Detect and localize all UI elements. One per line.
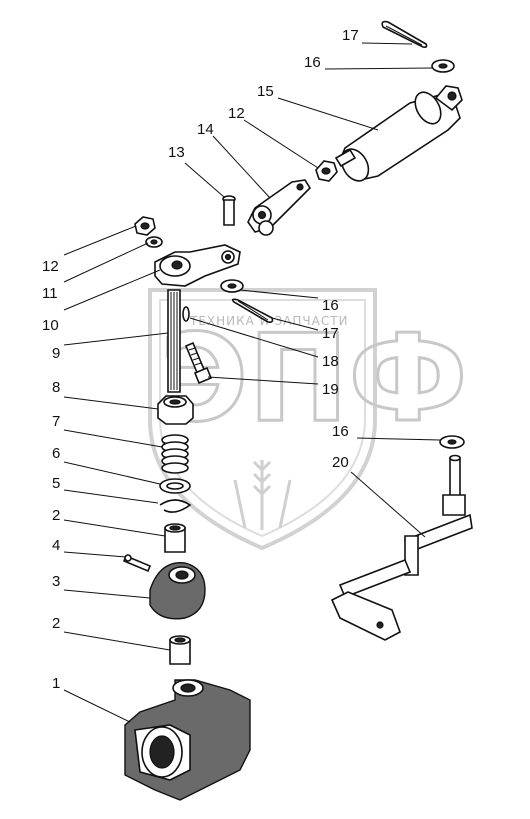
watermark-shield-outline xyxy=(148,288,377,551)
set-screw xyxy=(122,554,152,573)
bracket-housing xyxy=(149,562,206,620)
snap-ring xyxy=(159,499,192,513)
callout-13: 13 xyxy=(168,144,185,161)
splined-shaft xyxy=(167,289,181,393)
callout-2: 2 xyxy=(52,615,60,632)
washer-left xyxy=(145,236,163,248)
callout-17: 17 xyxy=(342,27,359,44)
callout-15: 15 xyxy=(257,83,274,100)
callout-16: 16 xyxy=(332,423,349,440)
callout-4: 4 xyxy=(52,537,60,554)
hex-nut-left xyxy=(134,216,156,236)
flange-housing xyxy=(124,679,251,801)
cotter-pin-top xyxy=(381,20,428,48)
callout-17: 17 xyxy=(322,325,339,342)
watermark-logo-letters: ЭПФ xyxy=(160,310,468,449)
callout-2: 2 xyxy=(52,507,60,524)
callout-6: 6 xyxy=(52,445,60,462)
callout-9: 9 xyxy=(52,345,60,362)
washer-mid xyxy=(220,279,244,293)
hydraulic-cylinder xyxy=(334,85,463,182)
callout-16: 16 xyxy=(322,297,339,314)
callout-19: 19 xyxy=(322,381,339,398)
callout-16: 16 xyxy=(304,54,321,71)
small-pin xyxy=(182,306,190,322)
clevis-fork xyxy=(247,179,312,236)
callout-8: 8 xyxy=(52,379,60,396)
callout-12: 12 xyxy=(42,258,59,275)
lever-arm xyxy=(154,244,241,287)
shift-lever xyxy=(330,454,473,641)
bolt xyxy=(184,341,213,385)
callout-labels: 17 16 15 12 14 13 12 11 16 10 17 9 18 19… xyxy=(42,27,359,692)
callout-11: 11 xyxy=(42,285,58,302)
callout-5: 5 xyxy=(52,475,60,492)
wheat-emblem xyxy=(233,460,292,530)
bushing-upper xyxy=(164,523,186,553)
coil-spring xyxy=(161,434,189,474)
callout-20: 20 xyxy=(332,454,349,471)
callout-14: 14 xyxy=(197,121,214,138)
bushing-lower xyxy=(169,635,191,665)
clevis-pin xyxy=(222,195,236,226)
castle-nut xyxy=(157,395,194,425)
callout-3: 3 xyxy=(52,573,60,590)
hex-nut-cylinder xyxy=(315,160,338,182)
callout-7: 7 xyxy=(52,413,60,430)
callout-18: 18 xyxy=(322,353,339,370)
callout-10: 10 xyxy=(42,317,59,334)
washer-top xyxy=(431,59,455,73)
callout-12: 12 xyxy=(228,105,245,122)
leader-lines xyxy=(63,42,441,723)
callout-1: 1 xyxy=(52,675,60,692)
washer-right xyxy=(439,435,465,449)
watermark: ЭПФ ТЕХНИКА И ЗАПЧАСТИ xyxy=(148,288,469,551)
spring-washer xyxy=(159,478,191,494)
